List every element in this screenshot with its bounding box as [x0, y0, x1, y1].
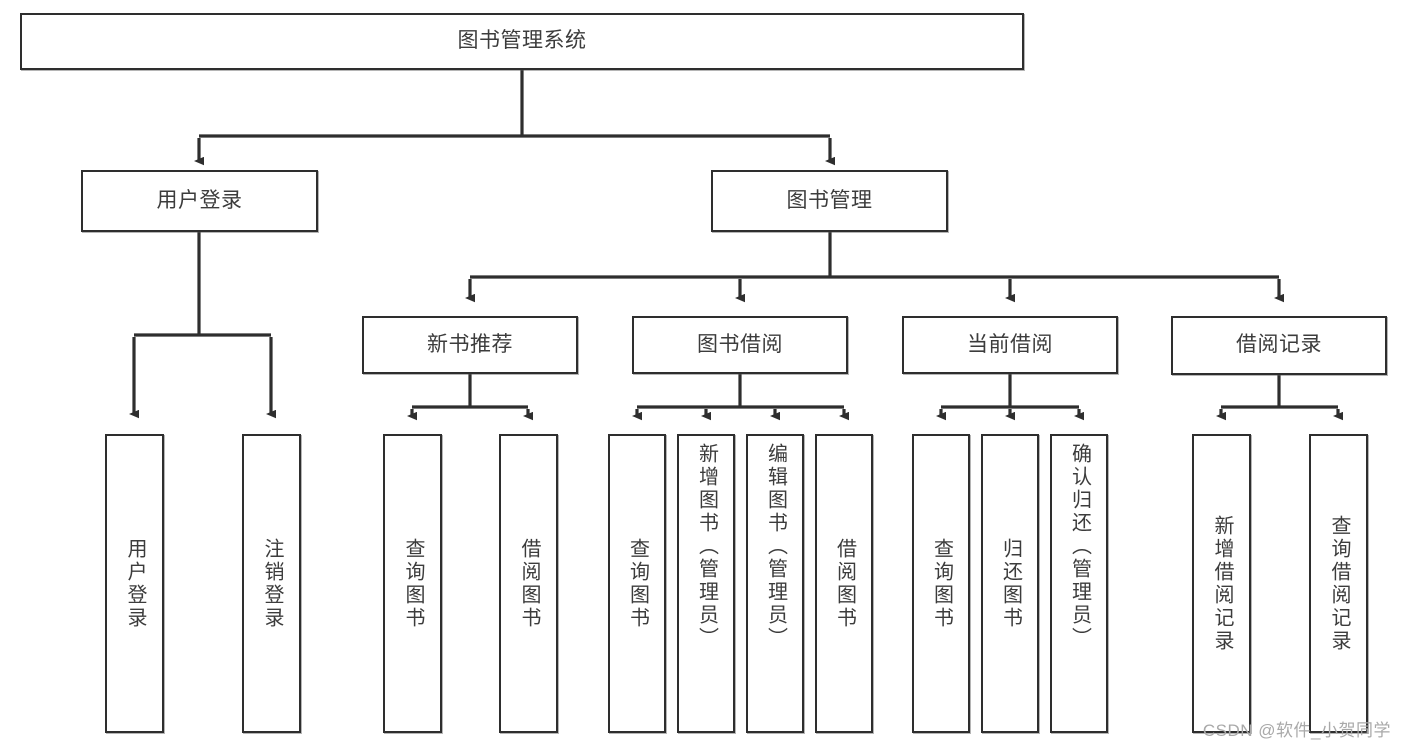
leaf-query-record[interactable]: 查询借阅记录 — [1309, 434, 1368, 733]
leaf-query-book-3-label: 查询图书 — [930, 537, 953, 630]
leaf-borrow-book-2-label: 借阅图书 — [833, 537, 856, 630]
leaf-query-book-3[interactable]: 查询图书 — [912, 434, 970, 733]
node-user-login-label: 用户登录 — [156, 188, 243, 212]
node-book-management-label: 图书管理 — [786, 188, 873, 212]
node-root[interactable]: 图书管理系统 — [20, 13, 1024, 70]
node-book-management[interactable]: 图书管理 — [711, 170, 948, 232]
leaf-borrow-book-1-label: 借阅图书 — [518, 537, 540, 630]
node-current-borrow[interactable]: 当前借阅 — [902, 316, 1118, 374]
node-current-borrow-label: 当前借阅 — [967, 332, 1053, 356]
node-new-book-recommend[interactable]: 新书推荐 — [362, 316, 578, 374]
node-borrow-record-label: 借阅记录 — [1236, 333, 1322, 357]
leaf-query-book-1[interactable]: 查询图书 — [383, 434, 442, 733]
node-book-borrow-label: 图书借阅 — [697, 332, 783, 356]
leaf-add-record-label: 新增借阅记录 — [1211, 514, 1233, 653]
leaf-confirm-return[interactable]: 确认归还（管理员） — [1050, 434, 1108, 733]
leaf-query-record-label: 查询借阅记录 — [1328, 514, 1350, 653]
leaf-add-record[interactable]: 新增借阅记录 — [1192, 434, 1251, 733]
leaf-logout[interactable]: 注销登录 — [242, 434, 301, 733]
leaf-query-book-2-label: 查询图书 — [626, 537, 649, 630]
node-root-label: 图书管理系统 — [457, 29, 587, 53]
leaf-borrow-book-1[interactable]: 借阅图书 — [499, 434, 558, 733]
leaf-return-book[interactable]: 归还图书 — [981, 434, 1039, 733]
leaf-logout-label: 注销登录 — [261, 537, 283, 630]
node-new-book-recommend-label: 新书推荐 — [427, 332, 513, 356]
node-book-borrow[interactable]: 图书借阅 — [632, 316, 848, 374]
leaf-borrow-book-2[interactable]: 借阅图书 — [815, 434, 873, 733]
leaf-query-book-1-label: 查询图书 — [402, 537, 424, 630]
leaf-return-book-label: 归还图书 — [999, 537, 1022, 630]
leaf-user-login-label: 用户登录 — [124, 537, 146, 630]
leaf-add-book[interactable]: 新增图书（管理员） — [677, 434, 735, 733]
node-user-login[interactable]: 用户登录 — [81, 170, 318, 232]
csdn-watermark: CSDN @软件_小贺同学 — [1202, 721, 1391, 740]
node-borrow-record[interactable]: 借阅记录 — [1171, 316, 1387, 375]
leaf-edit-book[interactable]: 编辑图书（管理员） — [746, 434, 804, 733]
leaf-query-book-2[interactable]: 查询图书 — [608, 434, 666, 733]
leaf-confirm-return-label: 确认归还（管理员） — [1068, 443, 1091, 650]
leaf-edit-book-label: 编辑图书（管理员） — [764, 443, 787, 650]
leaf-add-book-label: 新增图书（管理员） — [695, 443, 718, 650]
leaf-user-login[interactable]: 用户登录 — [105, 434, 164, 733]
